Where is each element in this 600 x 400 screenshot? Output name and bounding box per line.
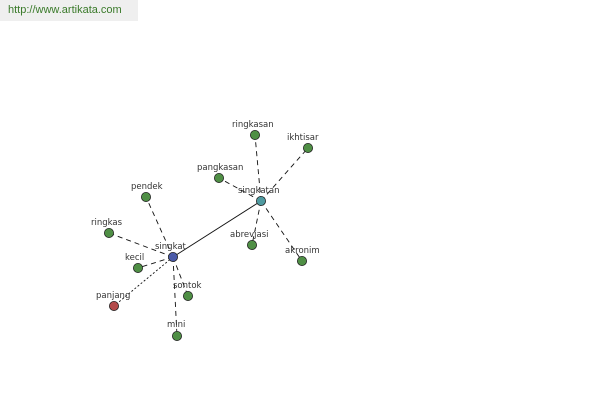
node-label-panjang[interactable]: panjang [96,291,130,301]
node-label-pendek[interactable]: pendek [131,182,163,192]
node-ringkas[interactable] [104,227,115,238]
node-label-singkatan[interactable]: singkatan [238,186,279,196]
node-panjang[interactable] [109,300,120,311]
node-label-pangkasan[interactable]: pangkasan [197,163,243,173]
node-label-sontok[interactable]: sontok [173,281,202,291]
graph-edges [108,134,309,337]
edge-singkat-sontok [172,256,189,297]
node-label-akronim[interactable]: akronim [285,246,320,256]
node-pendek[interactable] [140,191,151,202]
node-sontok[interactable] [182,290,193,301]
node-ikhtisar[interactable] [302,142,313,153]
edge-singkatan-ikhtisar [260,147,309,202]
node-kecil[interactable] [132,262,143,273]
node-akronim[interactable] [296,255,307,266]
edge-singkatan-ringkasan [254,134,262,202]
edge-singkat-kecil [137,256,174,269]
node-abrevjasi[interactable] [246,239,257,250]
node-label-ringkasan[interactable]: ringkasan [232,120,274,130]
site-url[interactable]: http://www.artikata.com [8,4,122,16]
node-label-kecil[interactable]: kecil [125,253,144,263]
node-label-ringkas[interactable]: ringkas [91,218,123,228]
edge-singkat-mini [172,256,178,337]
node-label-abrevjasi[interactable]: abrevjasi [230,230,269,240]
graph-labels: singkat singkatan ringkasan ikhtisar pangkas… [91,120,320,330]
node-ringkasan[interactable] [249,129,260,140]
url-banner: http://www.artikata.com [0,0,138,21]
node-singkatan[interactable] [255,195,266,206]
node-mini[interactable] [171,330,182,341]
graph-nodes [104,129,313,341]
node-pangkasan[interactable] [213,172,224,183]
node-singkat[interactable] [167,251,178,262]
edge-singkat-panjang [113,256,174,307]
node-label-ikhtisar[interactable]: ikhtisar [287,133,319,143]
edge-singkat-pendek [145,196,174,258]
edge-singkat-ringkas [108,232,174,258]
edge-singkatan-akronim [260,200,303,262]
edge-singkatan-abrevjasi [251,200,262,246]
node-label-singkat[interactable]: singkat [155,242,187,252]
edge-singkat-singkatan [172,200,262,258]
edge-singkatan-pangkasan [218,177,262,202]
node-label-mini[interactable]: mini [167,320,185,330]
